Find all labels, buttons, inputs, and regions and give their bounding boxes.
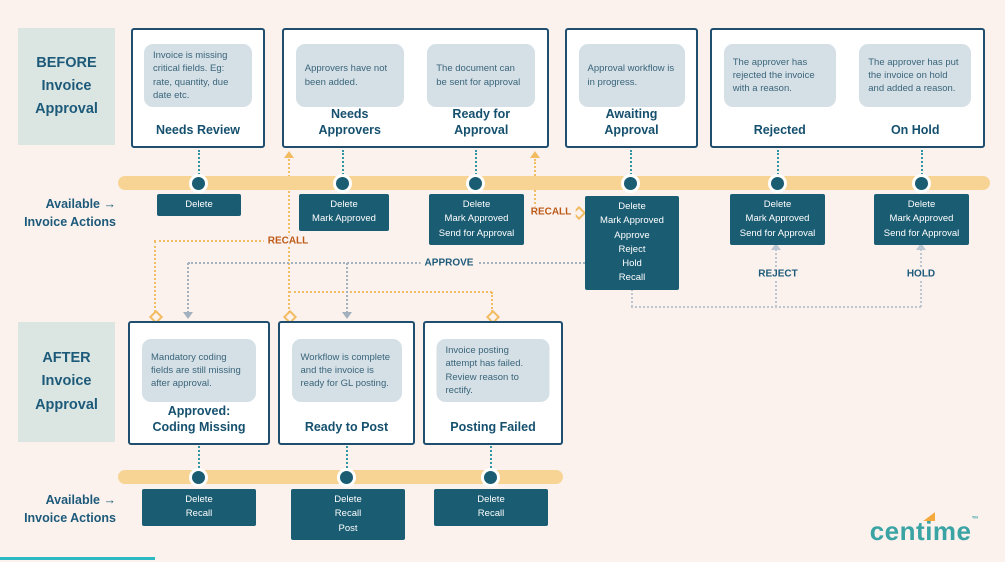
connector-on-hold <box>921 150 923 175</box>
state-title: On Hold <box>890 122 940 137</box>
recall-edge-label: RECALL <box>263 235 313 247</box>
substate-needs-approvers: Approvers have not been added. Needs App… <box>284 30 416 146</box>
state-description: Approvers have not been added. <box>295 44 404 107</box>
timeline-node <box>189 174 208 193</box>
arrow-down-icon <box>342 312 352 319</box>
bottom-accent-line <box>0 557 155 560</box>
arrow-down-icon <box>183 312 193 319</box>
state-title: Ready to Post <box>304 419 389 434</box>
logo-text: cent <box>869 516 926 546</box>
timeline-node <box>189 468 208 487</box>
approve-edge-drop2 <box>346 263 348 313</box>
arrow-up-icon <box>916 243 926 250</box>
reject-edge-label: REJECT <box>754 268 802 280</box>
approve-edge <box>188 262 585 264</box>
connector-needs-approvers <box>342 150 344 175</box>
state-box-ready-to-post: Workflow is complete and the invoice is … <box>278 321 415 445</box>
connector-awaiting-approval <box>630 150 632 175</box>
state-box-needs-review: Invoice is missing critical fields. Eg: … <box>131 28 265 148</box>
timeline-node <box>621 174 640 193</box>
state-description: Invoice is missing critical fields. Eg: … <box>144 44 252 107</box>
substate-ready-for-approval: The document can be sent for approval Re… <box>416 30 548 146</box>
state-description: Invoice posting attempt has failed. Revi… <box>436 339 550 402</box>
timeline-node <box>337 468 356 487</box>
state-box-posting-failed: Invoice posting attempt has failed. Revi… <box>423 321 563 445</box>
actions-ready-to-post: Delete Recall Post <box>291 489 405 540</box>
timeline-node <box>481 468 500 487</box>
right-arrow-icon: → <box>103 493 117 507</box>
timeline-node <box>768 174 787 193</box>
approve-edge-drop1 <box>187 263 189 313</box>
recall-edge-branch1-drop <box>154 241 156 312</box>
actions-needs-approvers: Delete Mark Approved <box>299 194 389 231</box>
invoice-actions-label: Invoice Actions <box>24 511 116 526</box>
state-title: Needs Approvers <box>318 106 382 137</box>
connector-rejected <box>777 150 779 175</box>
trademark-symbol: ™ <box>971 516 979 523</box>
actions-ready-for-approval: Delete Mark Approved Send for Approval <box>429 194 524 245</box>
connector-needs-review <box>198 150 200 175</box>
state-box-rejected-on-hold: The approver has rejected the invoice wi… <box>710 28 985 148</box>
recall-edge-branch3-drop <box>491 292 493 312</box>
hold-edge-label: HOLD <box>902 268 940 280</box>
reject-hold-edge-start <box>631 286 633 307</box>
state-description: Workflow is complete and the invoice is … <box>291 339 402 402</box>
state-title: Awaiting Approval <box>604 106 659 137</box>
actions-needs-review: Delete <box>157 194 241 217</box>
timeline-node <box>912 174 931 193</box>
available-label: Available <box>45 493 101 507</box>
state-title: Needs Review <box>155 122 241 137</box>
actions-on-hold: Delete Mark Approved Send for Approval <box>874 194 969 245</box>
state-title: Ready for Approval <box>452 106 511 137</box>
after-section-label: AFTER Invoice Approval <box>18 322 115 442</box>
state-box-awaiting-approval: Approval workflow is in progress. Awaiti… <box>565 28 698 148</box>
arrow-up-icon <box>771 243 781 250</box>
invoice-actions-label: Invoice Actions <box>24 215 116 230</box>
state-description: The document can be sent for approval <box>427 44 536 107</box>
actions-rejected: Delete Mark Approved Send for Approval <box>730 194 825 245</box>
recall-edge-branch1 <box>154 240 289 242</box>
actions-posting-failed: Delete Recall <box>434 489 548 526</box>
state-box-needs-approvers-ready-for-approval: Approvers have not been added. Needs App… <box>282 28 549 148</box>
available-label: Available <box>45 197 101 211</box>
state-title: Rejected <box>753 122 806 137</box>
logo-text: me <box>932 516 972 546</box>
before-section-label: BEFORE Invoice Approval <box>18 28 115 145</box>
actions-approved-coding-missing: Delete Recall <box>142 489 256 526</box>
right-arrow-icon: → <box>103 197 117 211</box>
logo-accent-triangle <box>923 512 936 521</box>
arrow-up-icon <box>530 151 540 158</box>
state-description: Approval workflow is in progress. <box>578 44 685 107</box>
recall-right-edge-label: RECALL <box>526 206 576 218</box>
arrow-up-icon <box>284 151 294 158</box>
state-box-approved-coding-missing: Mandatory coding fields are still missin… <box>128 321 270 445</box>
state-title: Posting Failed <box>450 419 536 434</box>
connector-posting-failed <box>490 446 492 468</box>
substate-rejected: The approver has rejected the invoice wi… <box>712 30 848 146</box>
actions-awaiting-approval: Delete Mark Approved Approve Reject Hold… <box>585 196 679 290</box>
before-timeline-bar <box>118 176 990 190</box>
recall-edge-branch3 <box>289 291 492 293</box>
connector-ready-to-post <box>346 446 348 468</box>
state-description: The approver has put the invoice on hold… <box>859 44 972 107</box>
connector-approved-coding-missing <box>198 446 200 468</box>
state-description: The approver has rejected the invoice wi… <box>723 44 836 107</box>
available-invoice-actions-label: Available → Invoice Actions <box>4 491 116 527</box>
state-title: Approved: Coding Missing <box>152 403 246 434</box>
timeline-node <box>466 174 485 193</box>
available-invoice-actions-label: Available → Invoice Actions <box>4 195 116 231</box>
approve-edge-label: APPROVE <box>420 257 478 269</box>
substate-on-hold: The approver has put the invoice on hold… <box>848 30 984 146</box>
logo-i: i <box>923 512 936 546</box>
timeline-node <box>333 174 352 193</box>
reject-hold-edge <box>631 306 921 308</box>
connector-ready-for-approval <box>475 150 477 175</box>
state-description: Mandatory coding fields are still missin… <box>142 339 256 402</box>
